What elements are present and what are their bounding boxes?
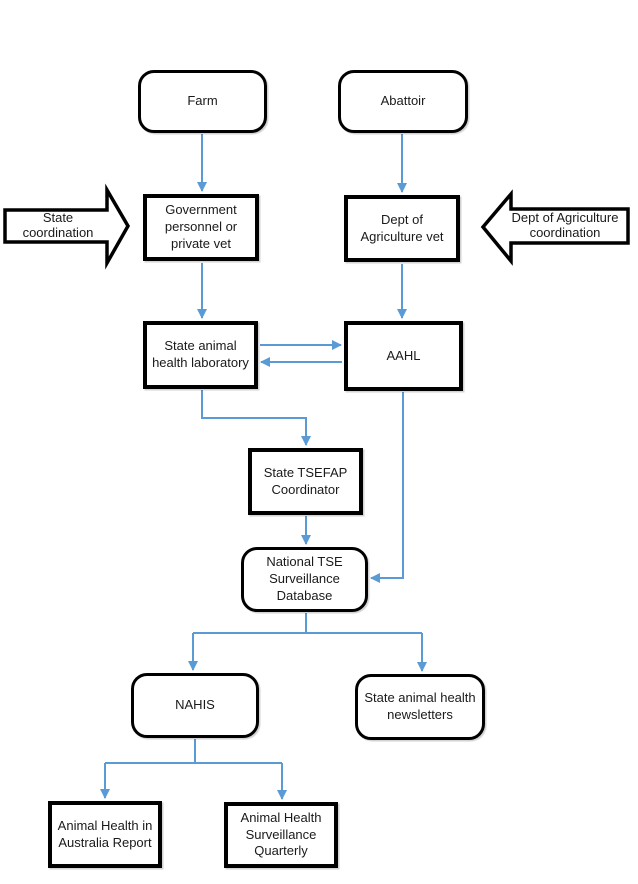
node-quarterly-label: Animal Health Surveillance Quarterly <box>240 809 322 859</box>
node-aahl-label: AAHL <box>386 347 421 363</box>
edge-state-lab-to-tsefap <box>201 390 311 446</box>
node-nahis: NAHIS <box>131 673 259 738</box>
node-state-animal-health-newsletters: State animal health newsletters <box>355 674 485 740</box>
node-report-label: Animal Health in Australia Report <box>57 817 153 850</box>
node-state-lab-label: State animal health laboratory <box>152 338 249 370</box>
edge-aahl-to-database <box>370 392 404 583</box>
node-farm-label: Farm <box>187 93 218 109</box>
node-aahl: AAHL <box>344 321 463 391</box>
node-gov-vet-label: Government personnel or private vet <box>164 202 238 251</box>
state-coordination-label: State coordination <box>22 209 94 240</box>
node-animal-health-in-australia-report: Animal Health in Australia Report <box>48 801 162 868</box>
node-nahis-label: NAHIS <box>175 697 215 713</box>
node-abattoir-label: Abattoir <box>380 93 426 109</box>
node-government-personnel-or-private-vet: Government personnel or private vet <box>143 194 259 261</box>
node-dept-vet-label: Dept of Agriculture vet <box>360 211 444 244</box>
node-dept-of-agriculture-vet: Dept of Agriculture vet <box>344 195 460 262</box>
node-newsletters-label: State animal health newsletters <box>364 690 476 722</box>
node-state-tsefap-coordinator: State TSEFAP Coordinator <box>248 448 363 515</box>
node-abattoir: Abattoir <box>338 70 468 133</box>
node-farm: Farm <box>138 70 267 133</box>
node-tsefap-label: State TSEFAP Coordinator <box>263 464 348 497</box>
node-state-animal-health-laboratory: State animal health laboratory <box>143 321 258 389</box>
dept-agriculture-coordination-label: Dept of Agriculture coordination <box>511 210 619 240</box>
right-block-arrow-icon <box>3 183 131 270</box>
node-national-tse-surveillance-database: National TSE Surveillance Database <box>241 547 368 612</box>
node-animal-health-surveillance-quarterly: Animal Health Surveillance Quarterly <box>224 802 338 868</box>
node-database-label: National TSE Surveillance Database <box>266 554 343 603</box>
left-block-arrow-icon <box>480 189 630 266</box>
